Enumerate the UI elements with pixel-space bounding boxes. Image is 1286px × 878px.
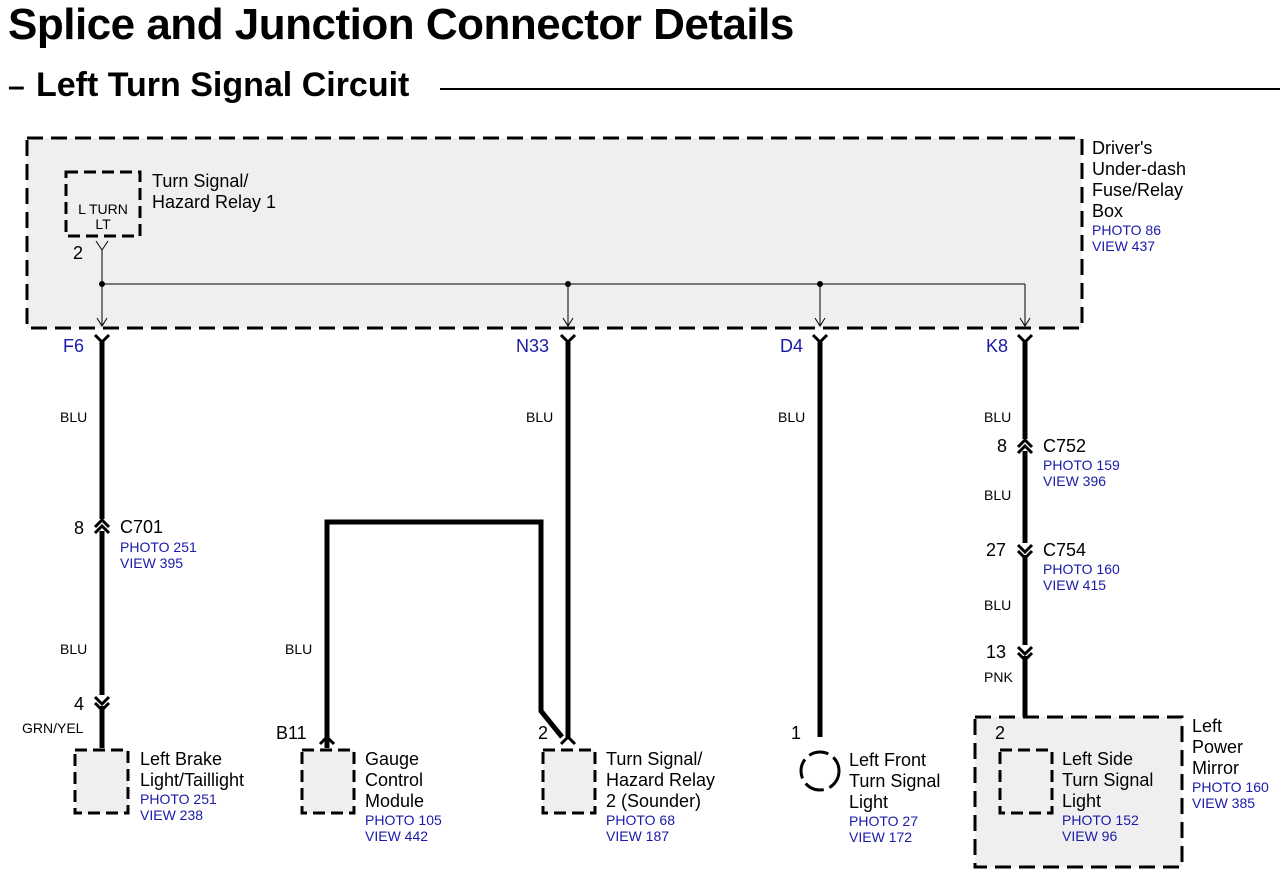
relay2-name-3: 2 (Sounder) <box>606 791 701 811</box>
relay2-view[interactable]: VIEW 187 <box>606 828 669 844</box>
wire-color: BLU <box>60 409 87 425</box>
front-name-1: Left Front <box>849 750 926 770</box>
brake-photo[interactable]: PHOTO 251 <box>140 791 217 807</box>
section-title: Left Turn Signal Circuit <box>36 66 410 104</box>
mirror-name-2: Power <box>1192 737 1243 757</box>
section-rule <box>440 88 1280 90</box>
terminal-n33: N33 <box>516 336 549 356</box>
brake-name-2: Light/Taillight <box>140 770 244 790</box>
fuse-box-name-4: Box <box>1092 201 1123 221</box>
fuse-box-photo[interactable]: PHOTO 86 <box>1092 222 1161 238</box>
terminal-k8: K8 <box>986 336 1008 356</box>
wire-color: BLU <box>984 597 1011 613</box>
side-name-3: Light <box>1062 791 1101 811</box>
fuse-box-name-1: Driver's <box>1092 138 1152 158</box>
mirror-view[interactable]: VIEW 385 <box>1192 795 1255 811</box>
c701-pin: 8 <box>74 518 84 538</box>
wires <box>99 342 1028 748</box>
c752-name: C752 <box>1043 436 1086 456</box>
bus-drops <box>96 284 1031 327</box>
mirror-name-3: Mirror <box>1192 758 1239 778</box>
fuse-box-view[interactable]: VIEW 437 <box>1092 238 1155 254</box>
side-name-1: Left Side <box>1062 749 1133 769</box>
relay1-name-2: Hazard Relay 1 <box>152 192 276 212</box>
front-view[interactable]: VIEW 172 <box>849 829 912 845</box>
wire-color: BLU <box>526 409 553 425</box>
fuse-box <box>25 136 1084 330</box>
c754-view[interactable]: VIEW 415 <box>1043 577 1106 593</box>
terminal-d4: D4 <box>780 336 803 356</box>
c701-view[interactable]: VIEW 395 <box>120 555 183 571</box>
relay1-terminal <box>95 240 109 284</box>
relay1-pin: 2 <box>73 243 83 263</box>
wire-color: BLU <box>984 487 1011 503</box>
c754-name: C754 <box>1043 540 1086 560</box>
c701-photo[interactable]: PHOTO 251 <box>120 539 197 555</box>
c752-photo[interactable]: PHOTO 159 <box>1043 457 1120 473</box>
front-name-3: Light <box>849 792 888 812</box>
side-light-box <box>998 748 1054 815</box>
c754-pin: 27 <box>986 540 1006 560</box>
connector-symbols <box>93 437 1034 748</box>
relay2-name-2: Hazard Relay <box>606 770 715 790</box>
relay2-pin: 2 <box>538 723 548 743</box>
wire-color: PNK <box>984 669 1013 685</box>
relay2-photo[interactable]: PHOTO 68 <box>606 812 675 828</box>
front-pin: 1 <box>791 723 801 743</box>
brake-light-box <box>73 748 130 815</box>
wire-color: BLU <box>285 641 312 657</box>
front-name-2: Turn Signal <box>849 771 940 791</box>
fuse-box-name-3: Fuse/Relay <box>1092 180 1183 200</box>
terminal-hooks <box>93 333 1034 345</box>
terminal-f6: F6 <box>63 336 84 356</box>
c752-pin: 8 <box>997 436 1007 456</box>
relay1-box <box>64 170 142 238</box>
brake-view[interactable]: VIEW 238 <box>140 807 203 823</box>
gauge-module-box <box>300 748 356 815</box>
section-dash: – <box>8 70 25 103</box>
gauge-pin: B11 <box>276 723 307 743</box>
page-title: Splice and Junction Connector Details <box>8 0 794 49</box>
wire-color: BLU <box>778 409 805 425</box>
side-pin: 2 <box>995 723 1005 743</box>
mirror-photo[interactable]: PHOTO 160 <box>1192 779 1269 795</box>
c752-view[interactable]: VIEW 396 <box>1043 473 1106 489</box>
gauge-name-1: Gauge <box>365 749 419 769</box>
gauge-name-3: Module <box>365 791 424 811</box>
front-light-bulb-icon <box>799 750 841 792</box>
wire-color: BLU <box>60 641 87 657</box>
relay2-box <box>541 748 597 815</box>
fuse-box-name-2: Under-dash <box>1092 159 1186 179</box>
gauge-photo[interactable]: PHOTO 105 <box>365 812 442 828</box>
front-photo[interactable]: PHOTO 27 <box>849 813 918 829</box>
connector-pin-13: 13 <box>986 642 1006 662</box>
side-view[interactable]: VIEW 96 <box>1062 828 1117 844</box>
brake-name-1: Left Brake <box>140 749 222 769</box>
relay1-inner-1: L TURN <box>78 201 128 217</box>
c701-name: C701 <box>120 517 163 537</box>
side-name-2: Turn Signal <box>1062 770 1153 790</box>
wire-color: BLU <box>984 409 1011 425</box>
c754-photo[interactable]: PHOTO 160 <box>1043 561 1120 577</box>
wire-color: GRN/YEL <box>22 720 84 736</box>
relay1-name-1: Turn Signal/ <box>152 171 248 191</box>
brake-pin: 4 <box>74 694 84 714</box>
relay2-name-1: Turn Signal/ <box>606 749 702 769</box>
relay1-inner-2: LT <box>95 216 111 232</box>
mirror-name-1: Left <box>1192 716 1222 736</box>
side-photo[interactable]: PHOTO 152 <box>1062 812 1139 828</box>
gauge-view[interactable]: VIEW 442 <box>365 828 428 844</box>
gauge-name-2: Control <box>365 770 423 790</box>
